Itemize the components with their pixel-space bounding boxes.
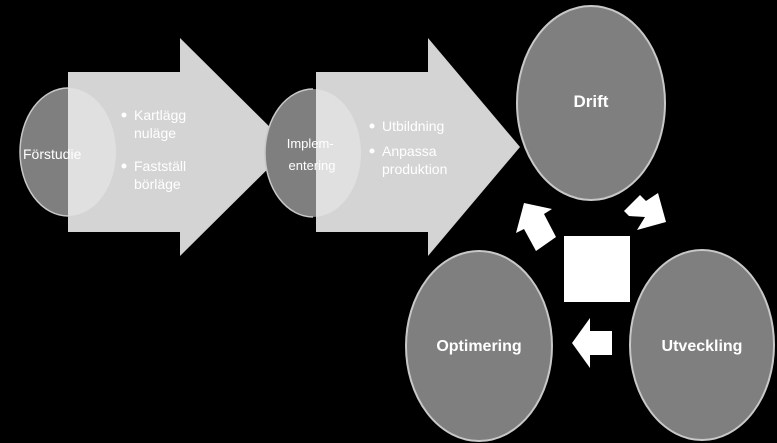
bullet-anpassa-produktion-line1: Anpassa [382,143,437,159]
cycle-center-square [564,236,630,302]
phase-implementering-label-line1: Implem- [287,136,334,151]
cycle-utveckling-label: Utveckling [662,338,743,355]
phase-implementering-arrow [316,38,520,256]
phase-implementering-label-line2: entering [289,158,336,173]
phase-implementering: Implem- entering Utbildning Anpassa prod… [264,38,520,256]
cycle-drift-label: Drift [574,92,609,111]
cycle-arrow-optimering-to-drift [516,203,556,251]
cycle-optimering-circle [405,250,553,442]
cycle-arrow-drift-to-utveckling [624,193,666,230]
bullet-dot [121,163,127,169]
bullet-anpassa-produktion: Anpassa produktion [382,143,447,177]
bullet-faststall-borlage-line1: Fastställ [134,158,186,174]
bullet-kartlagg-nulage-line2: nuläge [134,125,176,141]
cycle-drift-circle [516,5,666,201]
cycle-utveckling-circle [629,249,775,441]
bullet-faststall-borlage: Fastställ börläge [134,158,190,192]
bullet-utbildning: Utbildning [382,118,444,134]
bullet-kartlagg-nulage-line1: Kartlägg [134,107,186,123]
phase-implementering-circle-outline [264,88,314,218]
bullet-anpassa-produktion-line2: produktion [382,161,447,177]
phase-forstudie-circle-outline [19,87,69,217]
cycle-drift: Drift [516,5,666,201]
phase-implementering-bullets: Utbildning Anpassa produktion [369,118,447,177]
phase-implementering-label: Implem- entering [287,136,338,173]
phase-forstudie-bullets: Kartlägg nuläge Fastställ börläge [121,107,190,192]
cycle-arrow-utveckling-to-optimering [572,318,612,368]
phase-forstudie-arrow [68,38,290,256]
bullet-kartlagg-nulage: Kartlägg nuläge [134,107,190,141]
cycle-optimering: Optimering [405,250,553,442]
bullet-dot [121,112,127,118]
bullet-dot [369,148,375,154]
phase-forstudie: Förstudie Kartlägg nuläge Fastställ börl… [19,38,290,256]
bullet-dot [369,123,375,129]
cycle-utveckling: Utveckling [629,249,775,441]
bullet-faststall-borlage-line2: börläge [134,176,181,192]
phase-forstudie-label: Förstudie [23,146,82,162]
cycle-optimering-label: Optimering [436,338,521,355]
